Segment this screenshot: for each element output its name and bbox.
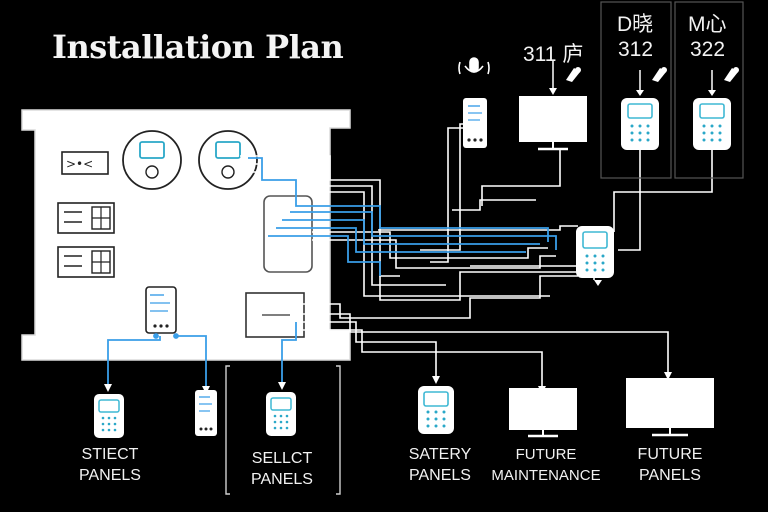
hand-icon: [652, 67, 667, 82]
caption-line: PANELS: [79, 467, 141, 484]
keypad-icon: >•<: [61, 151, 109, 175]
svg-text:>•<: >•<: [66, 157, 93, 171]
code-label-312: 312: [618, 38, 654, 61]
sellct-panel-device: [266, 392, 296, 436]
hub-panel-device: [576, 226, 614, 278]
stiect-panel-device: [94, 394, 124, 438]
breaker-panel-icon: [57, 202, 115, 234]
caption-line: PANELS: [639, 467, 701, 484]
caption-future-maintenance: FUTURE MAINTENANCE: [484, 444, 608, 486]
wiring-bundle: [240, 123, 713, 386]
code-label-322: 322: [690, 38, 726, 61]
zone-box-d312: [600, 1, 672, 179]
caption-future-panels: FUTURE PANELS: [618, 444, 722, 486]
caption-satery-panels: SATERY PANELS: [396, 444, 484, 486]
caption-line: MAINTENANCE: [491, 467, 601, 484]
caption-line: SATERY: [408, 446, 472, 463]
future-panels-monitor: [626, 378, 714, 437]
selection-bracket: [225, 365, 341, 495]
caption-line: FUTURE: [515, 446, 577, 463]
code-label-m: M心: [688, 13, 727, 36]
microphone-icon: [458, 57, 490, 75]
hand-icon: [724, 67, 739, 82]
control-panel-device: [693, 98, 731, 150]
hand-icon: [566, 67, 581, 82]
caption-line: PANELS: [251, 471, 313, 488]
diagram-title: Installation Plan: [52, 28, 344, 66]
satery-panel-device: [418, 386, 454, 434]
code-label-d: D晓: [617, 13, 654, 36]
thermostat-icon: [198, 130, 258, 190]
caption-line: SELLCT: [251, 450, 313, 467]
thermostat-icon: [122, 130, 182, 190]
caption-line: FUTURE: [637, 446, 703, 463]
control-module-icon: [145, 286, 177, 334]
caption-line: PANELS: [409, 467, 471, 484]
remote-device: [195, 390, 217, 436]
monitor-display: [519, 96, 587, 151]
signal-wiring: [107, 157, 557, 386]
caption-stiect-panels: STIECT PANELS: [60, 444, 160, 486]
caption-line: STIECT: [81, 446, 139, 463]
code-label-311: 311 庐: [523, 43, 584, 66]
remote-device: [463, 98, 487, 148]
zone-box-m322: [674, 1, 744, 179]
caption-sellct-panels: SELLCT PANELS: [232, 448, 332, 490]
future-maintenance-monitor: [509, 388, 577, 438]
control-panel-device: [621, 98, 659, 150]
breaker-panel-icon: [57, 246, 115, 278]
